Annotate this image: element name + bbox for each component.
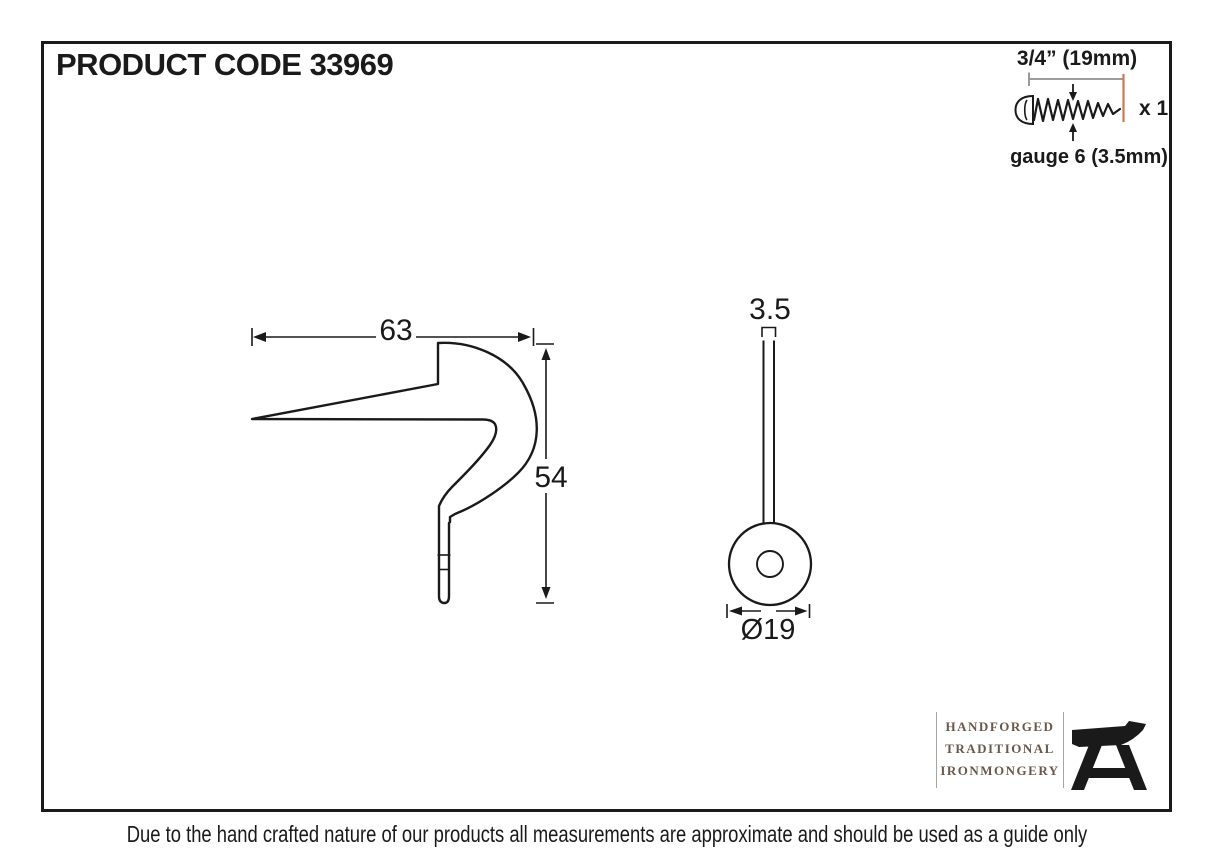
- base-circle: [727, 521, 813, 607]
- pin-lines: [762, 340, 775, 524]
- diameter-dimension-label: Ø19: [740, 614, 796, 646]
- height-dimension: [536, 343, 554, 604]
- screw-length-label: 3/4” (19mm): [1016, 47, 1138, 70]
- side-profile-view: [250, 328, 554, 605]
- stem-break-lines: [437, 554, 451, 571]
- screw-hole-circle: [756, 550, 784, 578]
- gauge-pointer-arrow: [1069, 123, 1077, 141]
- screw-spec-diagram: [1014, 72, 1125, 141]
- brand-line-2: TRADITIONAL: [945, 741, 1055, 756]
- anvil-icon: [1071, 721, 1147, 790]
- width-dimension-label: 63: [379, 314, 413, 347]
- side-profile-outline: [250, 341, 538, 605]
- screw-quantity-label: x 1: [1139, 97, 1169, 120]
- brand-line-1: HANDFORGED: [945, 719, 1055, 734]
- diameter-dimension: [726, 604, 811, 618]
- thickness-bracket: [761, 326, 777, 337]
- length-pointer-arrow: [1069, 84, 1077, 101]
- screw-gauge-label: gauge 6 (3.5mm): [1010, 146, 1168, 168]
- front-view: [726, 326, 813, 618]
- brand-line-3: IRONMONGERY: [940, 763, 1060, 778]
- product-code-label: PRODUCT CODE 33969: [56, 47, 394, 82]
- screw-icon: [1014, 94, 1122, 126]
- brand-wordmark: HANDFORGED TRADITIONAL IRONMONGERY: [938, 716, 1062, 782]
- height-dimension-label: 54: [534, 461, 568, 494]
- brand-divider-left: [936, 712, 937, 788]
- drawing-border-frame: [41, 41, 1172, 812]
- length-dimension-line: [1028, 72, 1125, 122]
- thickness-dimension-label: 3.5: [749, 293, 791, 326]
- disclaimer-text: Due to the hand crafted nature of our pr…: [126, 821, 1088, 847]
- width-dimension: [251, 328, 535, 346]
- brand-divider-right: [1063, 712, 1064, 788]
